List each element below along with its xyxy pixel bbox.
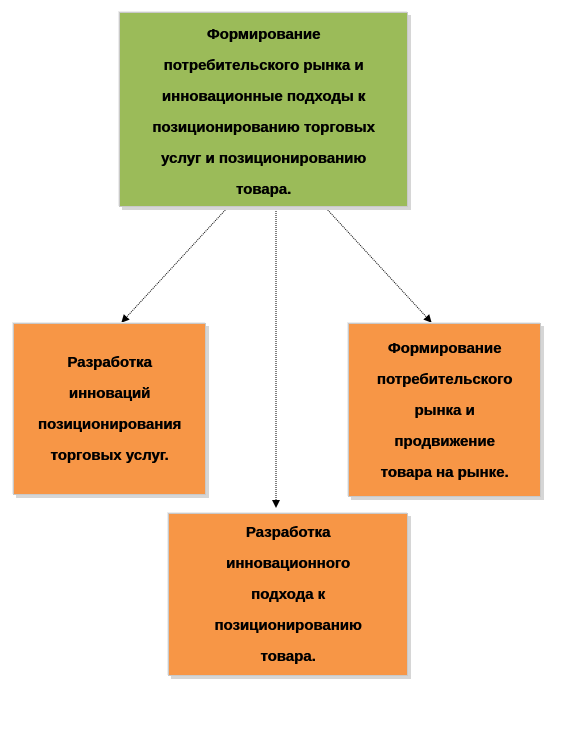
root-node-text: Формирование потребительского рынка и ин… [152,25,375,198]
child-node-services: Разработка инноваций позиционирования то… [13,323,206,495]
child-node-market-text: Формирование потребительского рынка и пр… [376,339,513,481]
root-node: Формирование потребительского рынка и ин… [119,12,408,207]
child-node-goods-text: Разработка инновационного подхода к пози… [214,524,362,665]
child-node-market: Формирование потребительского рынка и пр… [348,323,541,497]
arrow-to-left-box [121,206,229,323]
arrow-to-right-box [324,206,432,323]
child-node-goods: Разработка инновационного подхода к пози… [168,513,408,676]
child-node-services-text: Разработка инноваций позиционирования то… [37,354,182,464]
